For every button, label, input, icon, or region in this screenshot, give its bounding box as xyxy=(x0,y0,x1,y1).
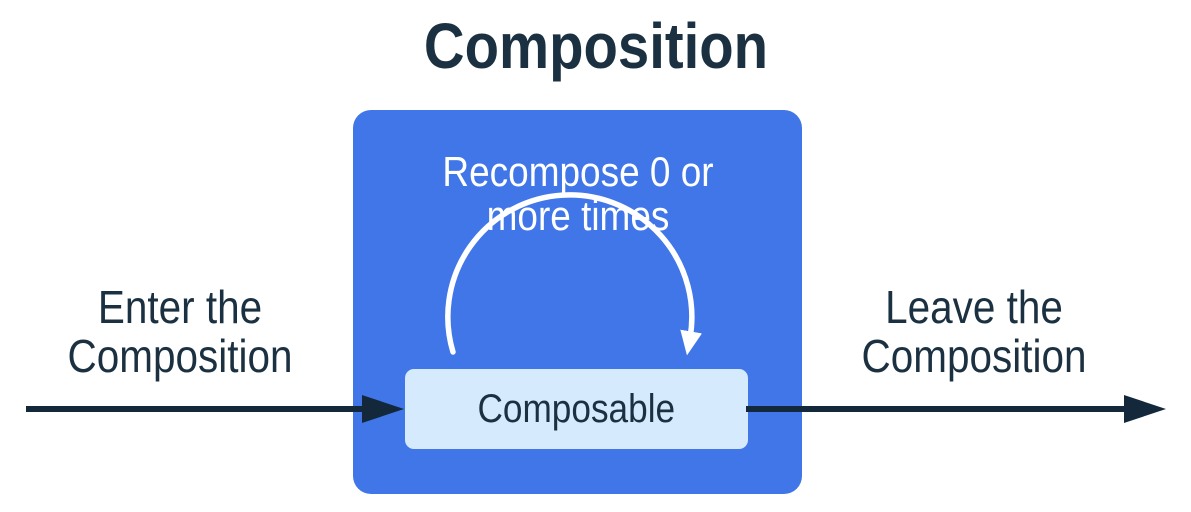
enter-arrow-icon xyxy=(26,395,404,423)
composable-box: Composable xyxy=(405,369,748,449)
leave-arrow-head xyxy=(1124,395,1166,423)
recompose-label-line2: more times xyxy=(486,192,670,239)
leave-composition-label: Leave the Composition xyxy=(861,283,1086,381)
enter-label-line1: Enter the xyxy=(97,281,263,333)
recompose-label: Recompose 0 or more times xyxy=(442,150,713,238)
leave-arrow-icon xyxy=(746,395,1166,423)
composable-label: Composable xyxy=(477,386,676,431)
enter-composition-label: Enter the Composition xyxy=(67,283,292,381)
leave-label-line2: Composition xyxy=(861,330,1087,382)
enter-label-line2: Composition xyxy=(67,330,293,382)
leave-label-line1: Leave the xyxy=(885,281,1063,333)
recompose-label-line1: Recompose 0 or xyxy=(442,148,714,195)
diagram-title: Composition xyxy=(423,10,769,82)
